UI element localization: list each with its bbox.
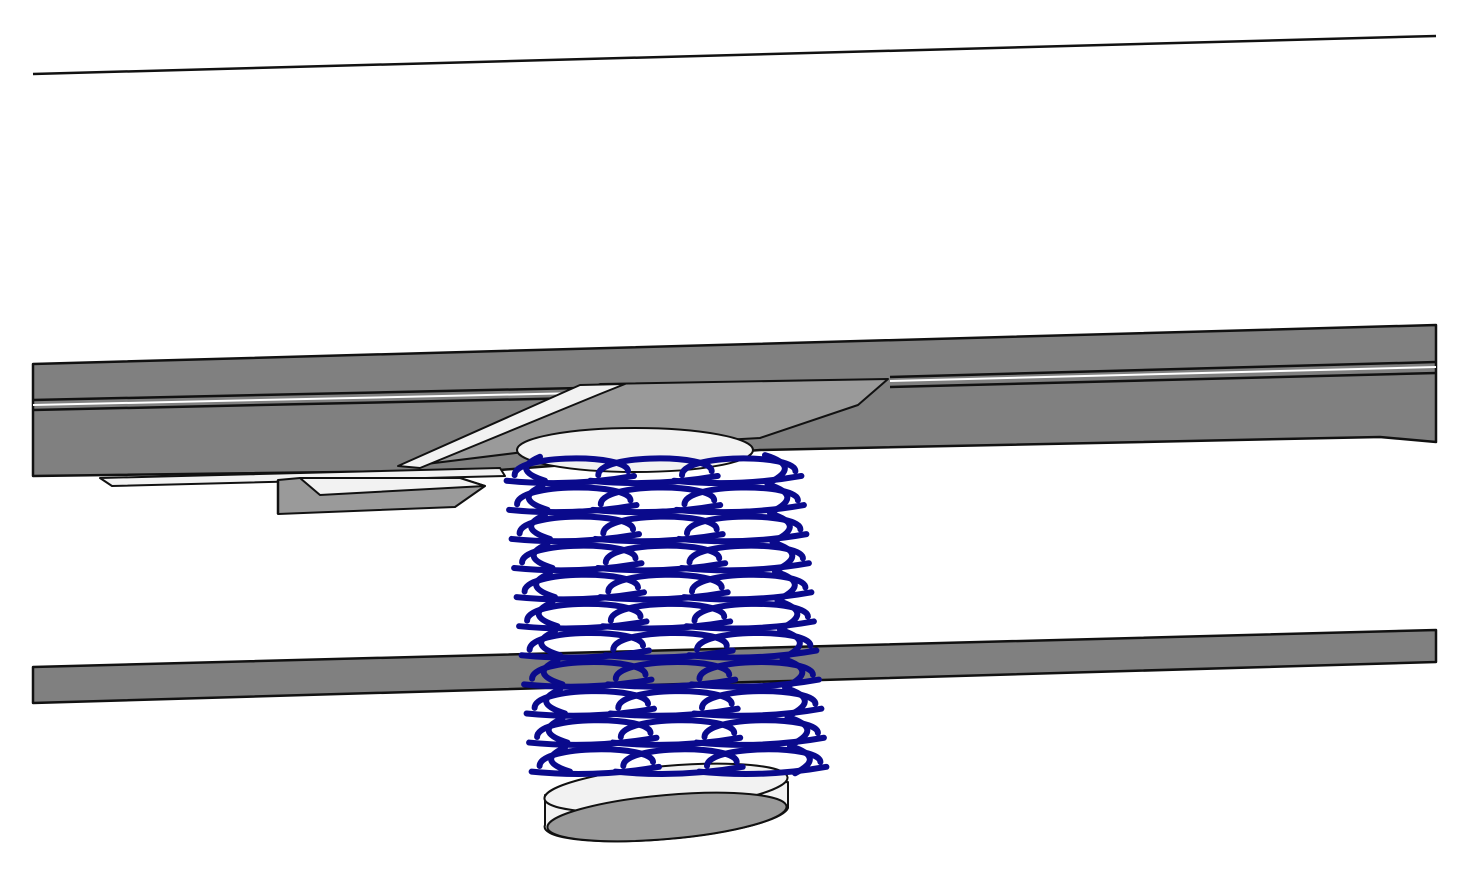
spring-coil-loop	[681, 571, 815, 603]
spring-coil-outer-left	[533, 570, 558, 601]
spring-coil-outer-right	[762, 452, 788, 486]
spring-coil-loop	[518, 629, 652, 661]
spring-coil-loop	[683, 600, 817, 632]
spring-coil-loop	[676, 513, 810, 545]
spring-coil-loop	[508, 513, 642, 545]
spring-coil-outer-left	[538, 628, 563, 659]
spring-coil-outer-left	[543, 686, 568, 717]
spring-coil-outer-right	[769, 539, 796, 573]
rail-highlight-top	[32, 392, 581, 406]
coil-spring[interactable]	[503, 452, 830, 777]
spring-coil-loop	[516, 600, 650, 632]
spring-coil-loop	[602, 629, 736, 661]
spring-coil-outer-left	[540, 657, 566, 688]
spring-coil-outer-right	[787, 743, 813, 777]
spring-coil-outer-left	[548, 744, 573, 775]
spring-coil-outer-right	[784, 713, 811, 748]
spring-coil-loop	[597, 571, 731, 603]
spring-coil-outer-left	[528, 511, 553, 542]
spring-coil-loop	[612, 746, 746, 777]
spring-coil-loop	[587, 455, 721, 487]
spring-coil-outer-right	[764, 481, 791, 515]
spring-coil-loop	[671, 455, 805, 487]
rail-edge-inner-3	[32, 396, 581, 412]
spring-coil-outer-left	[525, 482, 551, 513]
spring-coil-loop	[594, 542, 729, 574]
spring-coil-outer-right	[767, 510, 793, 544]
spring-coil-loop	[521, 659, 655, 690]
rail-edge-inner-2	[889, 360, 1437, 379]
spring-coil-loop	[688, 659, 822, 690]
spring-coil-outer-left	[523, 453, 548, 484]
upper-rail-edge	[32, 34, 1437, 76]
rail-highlight-top-2	[889, 366, 1437, 382]
rail-edge-inner	[32, 386, 581, 402]
spring-coil-loop	[691, 688, 825, 719]
spring-coil-loop	[511, 542, 645, 574]
spring-coil-loop	[599, 600, 734, 632]
spring-coil-outer-right	[772, 568, 798, 602]
spring-coil-loop	[592, 513, 726, 545]
lower-spring-seat-bottom[interactable]	[546, 785, 789, 850]
spring-coil-outer-left	[545, 715, 571, 746]
spring-coil-loop	[696, 746, 830, 777]
spring-coil-loop	[678, 542, 812, 574]
spring-coil-outer-right	[777, 626, 803, 660]
spring-coil-loop	[513, 571, 647, 603]
angled-strap[interactable]	[397, 383, 626, 469]
rail-edge-inner-4	[889, 371, 1437, 389]
spring-coil-outer-right	[779, 655, 806, 689]
spring-coil-loop	[686, 629, 820, 661]
upper-spring-seat[interactable]	[516, 427, 754, 473]
spring-coil-loop	[526, 717, 660, 748]
spring-coil-loop	[693, 717, 827, 748]
box-bracket-top[interactable]	[299, 477, 486, 496]
spring-coil-outer-left	[530, 541, 556, 572]
spring-coil-outer-right	[782, 684, 808, 719]
spring-coil-loop	[673, 484, 807, 516]
spring-coil-loop	[506, 484, 640, 516]
spring-coil-loop	[607, 688, 741, 719]
spring-coil-loop	[604, 659, 739, 690]
spring-coil-loop	[589, 484, 724, 516]
spring-coil-outer-left	[535, 599, 561, 630]
spring-coil-outer-right	[774, 597, 801, 631]
spring-coil-loop	[528, 746, 662, 777]
lower-frame-bar[interactable]	[31, 628, 1438, 705]
spring-coil-loop	[503, 455, 637, 487]
spring-coil-loop	[523, 688, 657, 719]
spring-coil-loop	[609, 717, 744, 748]
